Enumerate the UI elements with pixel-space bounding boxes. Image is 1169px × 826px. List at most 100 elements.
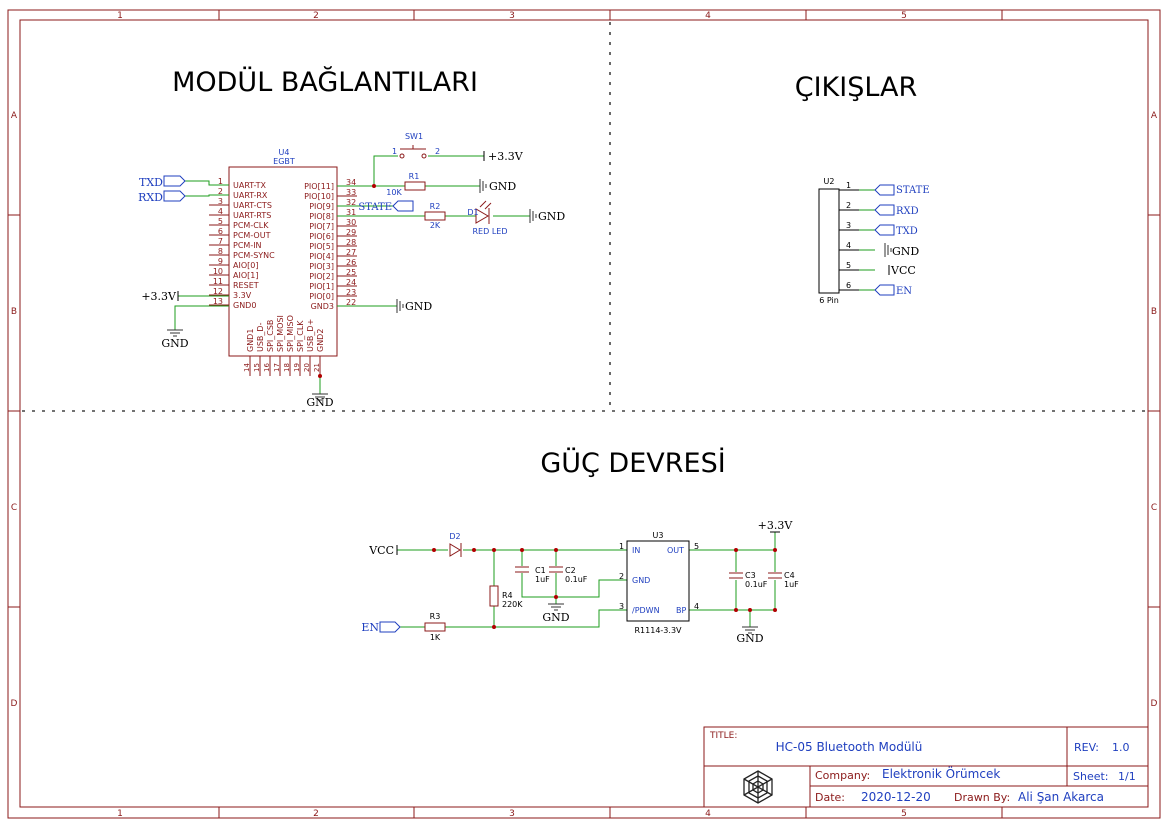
svg-text:2K: 2K [430,221,441,230]
ground-symbol: GND [161,329,189,350]
power-wires [397,532,776,628]
svg-text:VCC: VCC [890,264,916,277]
svg-text:PCM-SYNC: PCM-SYNC [233,251,275,260]
net-flag-state: STATE [358,200,414,213]
row-label: A [1151,111,1158,121]
svg-text:PIO[0]: PIO[0] [309,292,334,301]
svg-text:1: 1 [846,181,851,190]
svg-text:19: 19 [293,363,301,372]
svg-text:2: 2 [435,147,440,156]
svg-text:IN: IN [632,546,640,555]
u4-right-pins: 34PIO[11]33PIO[10]32PIO[9]31PIO[8]30PIO[… [304,178,357,311]
svg-text:+3.3V: +3.3V [758,519,794,532]
d2-diode: D2 [449,532,462,557]
svg-text:C1: C1 [535,566,546,575]
svg-text:RESET: RESET [233,281,259,290]
svg-text:1uF: 1uF [784,580,799,589]
power-port-3v3-sw: +3.3V [483,150,524,163]
svg-text:D1: D1 [467,208,478,217]
frame-row-labels: A B C D A B C D [11,111,1158,709]
svg-text:7: 7 [218,237,223,246]
svg-text:/PDWN: /PDWN [632,606,660,615]
svg-text:PIO[6]: PIO[6] [309,232,334,241]
svg-text:U2: U2 [824,177,835,186]
spider-web-icon [743,770,773,804]
svg-text:1K: 1K [430,633,441,642]
svg-text:33: 33 [346,188,356,197]
svg-text:3.3V: 3.3V [233,291,252,300]
r3-resistor: R3 1K [424,612,446,642]
svg-text:D2: D2 [449,532,460,541]
svg-text:GND: GND [538,210,565,223]
u4-pin-7: 7 PCM-IN [209,237,262,250]
svg-text:220K: 220K [502,600,523,609]
power-port-3v3-left: +3.3V [141,290,179,303]
power-port-3v3-out: +3.3V [758,519,794,533]
svg-text:32: 32 [346,198,356,207]
svg-text:RXD: RXD [896,206,919,217]
u4-pin-12: 12 3.3V [209,287,252,300]
svg-text:UART-TX: UART-TX [233,181,266,190]
svg-text:AIO[1]: AIO[1] [233,271,258,280]
svg-text:TXD: TXD [896,226,918,237]
u4-pin-19: SPI_CLK 19 [293,320,305,376]
svg-text:+3.3V: +3.3V [488,150,524,163]
column-label: 2 [313,11,319,21]
ground-symbol: GND [736,626,764,645]
svg-text:30: 30 [346,218,356,227]
svg-text:RXD: RXD [138,191,163,204]
svg-text:4: 4 [694,602,699,611]
svg-text:SPI_CLK: SPI_CLK [296,320,305,352]
u2-pin-5: 5 [839,261,875,271]
u3-regulator: U3 R1114-3.3V 1 IN 2 GND 3 /PDWN 5 OUT 4… [619,531,699,635]
column-label: 3 [509,11,515,21]
row-label: C [11,503,17,513]
svg-text:C4: C4 [784,571,795,580]
svg-text:18: 18 [283,363,291,372]
power-junctions [432,548,777,629]
sheet-frame [7,9,1161,819]
r2-resistor: R2 2K [424,202,446,230]
drawn-by-label: Drawn By: [954,791,1010,804]
svg-text:15: 15 [253,363,261,372]
sw1-switch: SW1 1 2 [392,132,440,159]
svg-text:SPI_MOSI: SPI_MOSI [276,315,285,352]
column-label: 2 [313,809,319,819]
u4-ref: U4 [279,148,290,157]
svg-text:23: 23 [346,288,356,297]
svg-text:STATE: STATE [896,185,930,196]
ground-symbol: GND [306,393,334,409]
svg-text:12: 12 [213,287,223,296]
svg-text:10: 10 [213,267,223,276]
svg-text:GND: GND [892,245,919,258]
svg-text:EN: EN [896,286,912,297]
svg-text:R2: R2 [430,202,441,211]
svg-text:GND: GND [489,180,516,193]
svg-text:4: 4 [846,241,851,250]
svg-text:PCM-IN: PCM-IN [233,241,262,250]
u4-pin-10: 10 AIO[1] [209,267,258,280]
sheet-label: Sheet: [1073,770,1109,783]
svg-text:R1114-3.3V: R1114-3.3V [635,626,683,635]
svg-text:25: 25 [346,268,356,277]
c1-capacitor: C1 1uF [515,566,550,584]
c3-capacitor: C3 0.1uF [729,571,768,589]
svg-text:SW1: SW1 [405,132,423,141]
u2-pin-4: 4 [839,241,875,251]
net-flag-rxd: RXD [874,204,919,217]
svg-text:6: 6 [846,281,851,290]
